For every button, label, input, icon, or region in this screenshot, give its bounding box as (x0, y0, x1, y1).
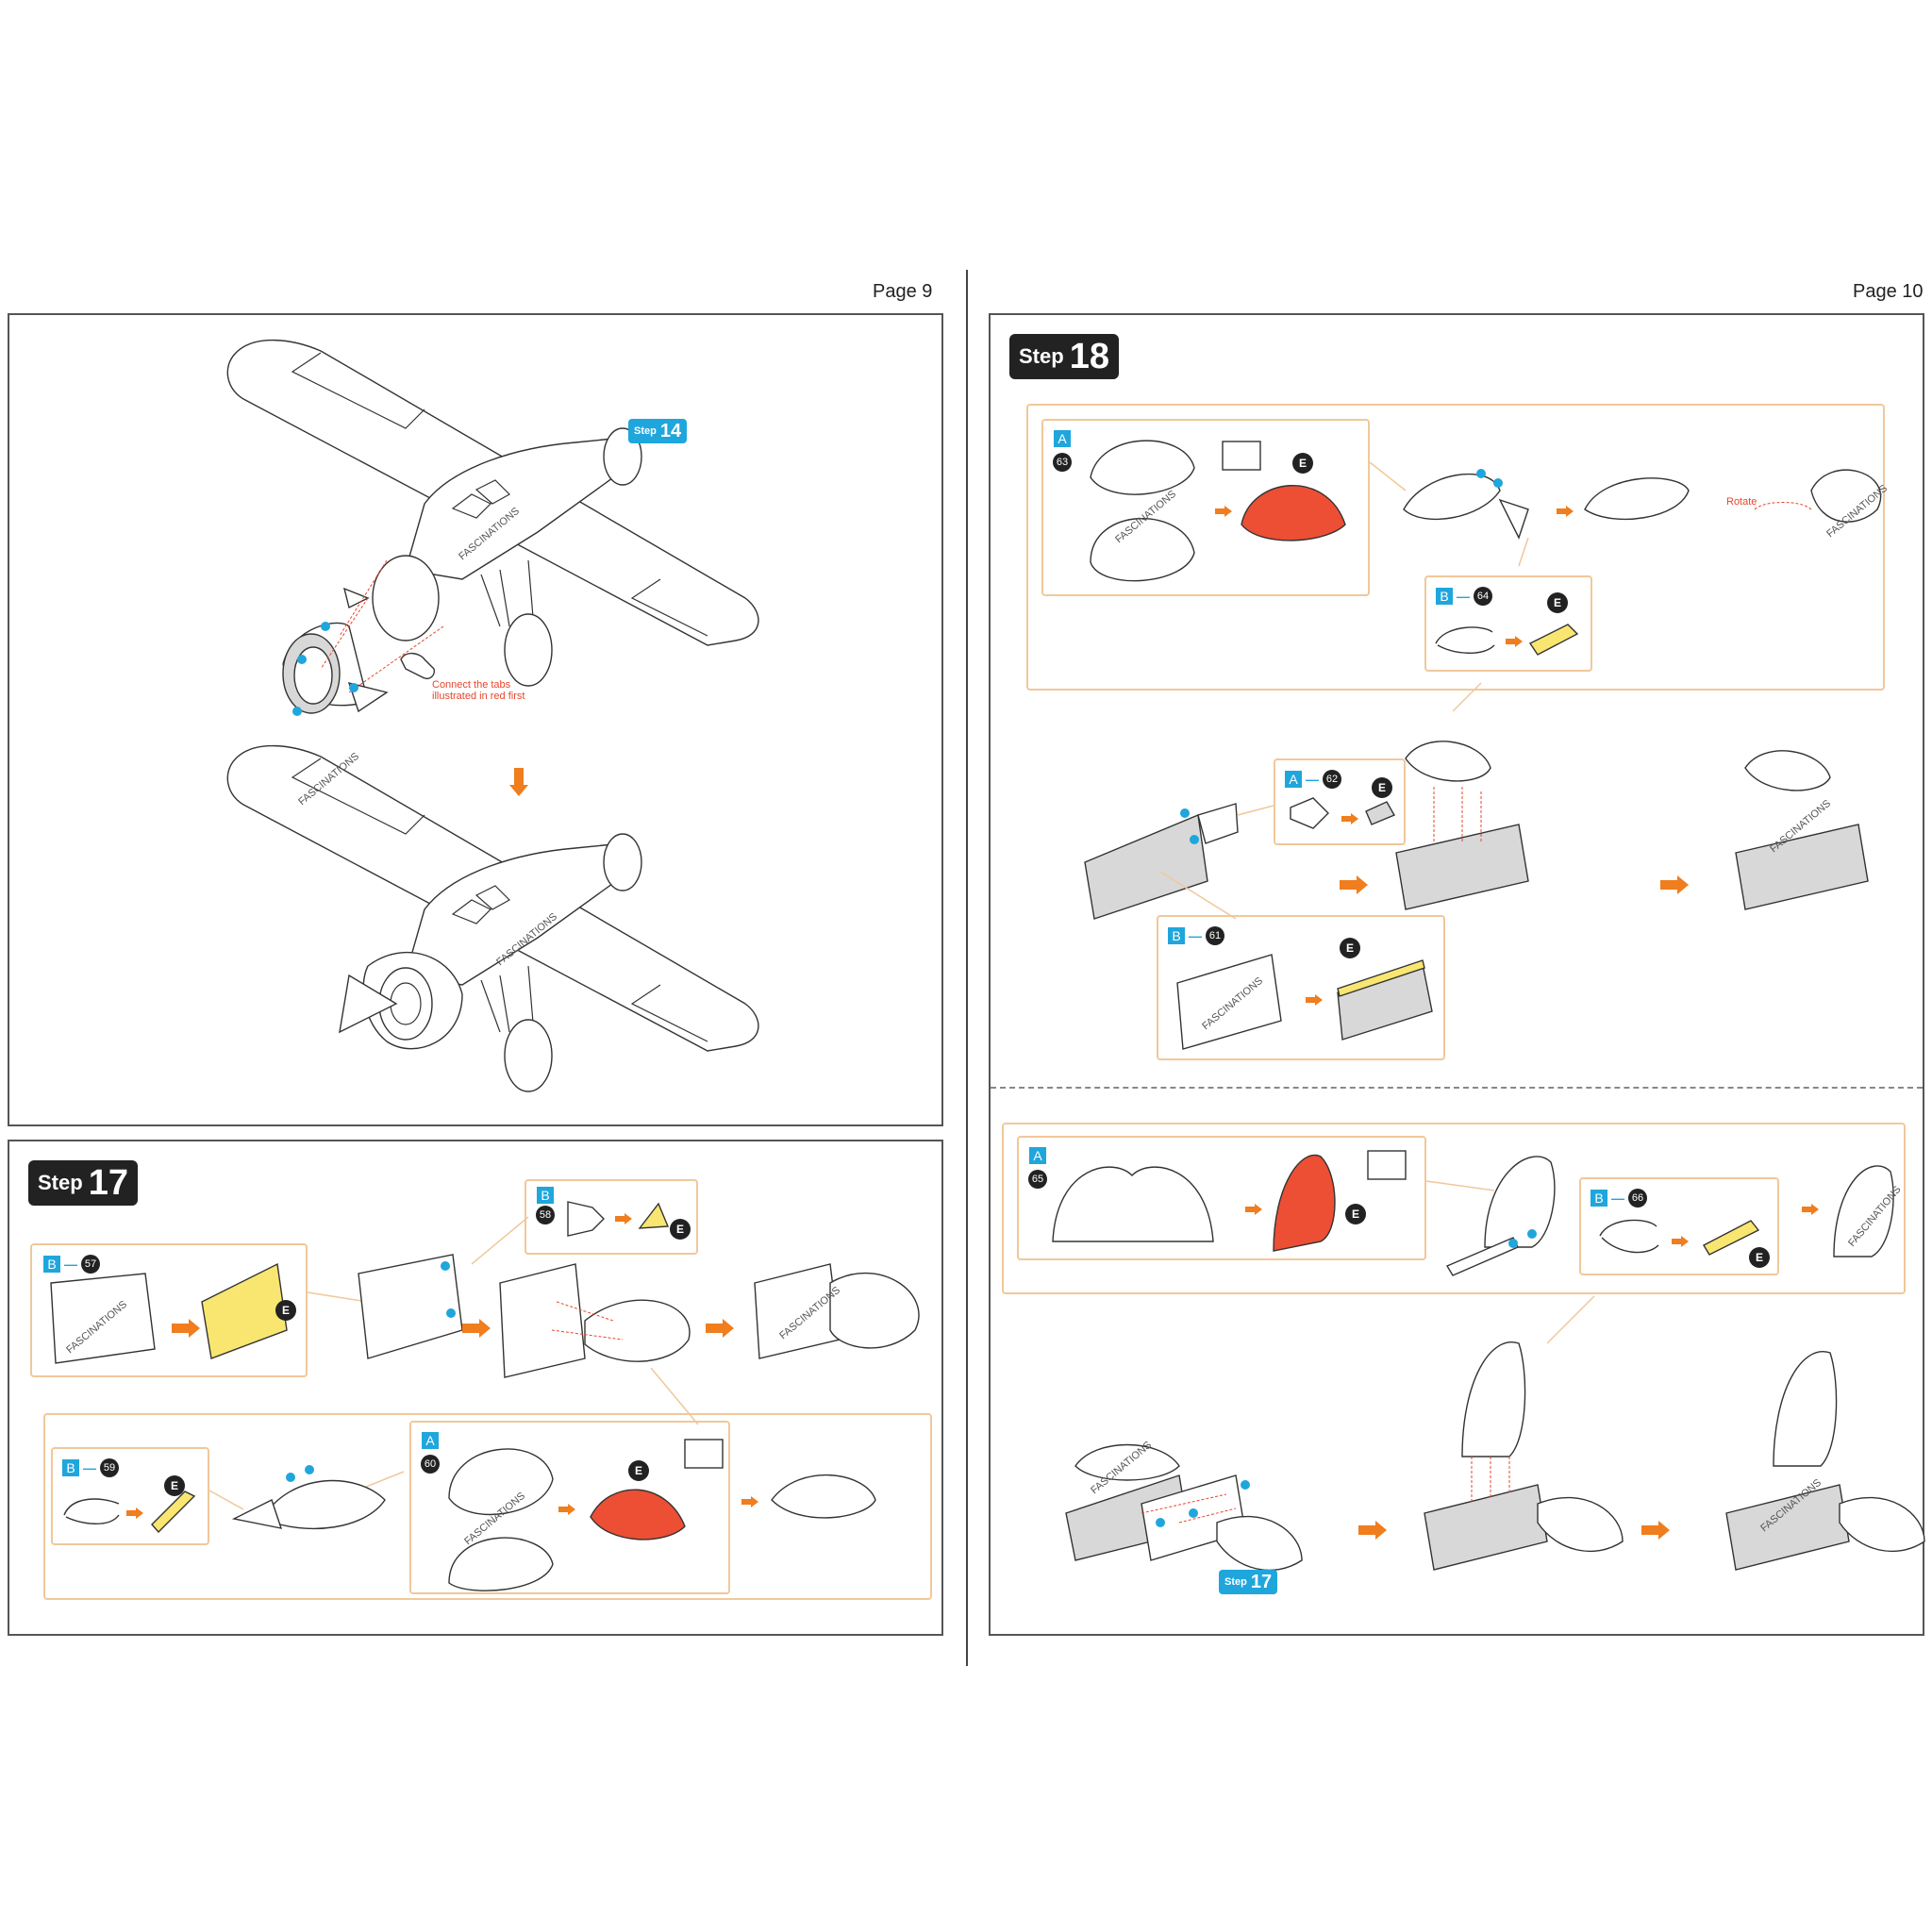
e-tag-60: E (628, 1460, 649, 1481)
e-tag-63: E (1292, 453, 1313, 474)
step-18-badge: Step 18 (1009, 334, 1119, 379)
airplane-after-drawing: FASCINATIONS FASCINATIONS (226, 744, 759, 1092)
e-tag-59: E (164, 1475, 185, 1496)
step-18-tail-top-box: A 63 FASCINATIONS E FASCINATIONS (1026, 404, 1890, 691)
airplane-before-drawing: FASCINATIONS (226, 339, 759, 716)
e-tag-62: E (1372, 777, 1392, 798)
part-64-box: B — 64 E (1424, 575, 1592, 672)
connect-tabs-note: Connect the tabs illustrated in red firs… (432, 679, 525, 702)
step-18-panel: Step 18 A 63 FASCINATIONS E (989, 313, 1925, 1636)
part-58-box: B 58 E (525, 1179, 698, 1255)
step-18-rudder-box: A 65 E FASCINATIONS B — 66 (1002, 1123, 1906, 1294)
part-57-box: B — 57 FASCINATIONS E (30, 1243, 308, 1377)
step-17-badge: Step 17 (28, 1160, 138, 1206)
rotate-label: Rotate (1726, 496, 1757, 508)
e-tag-65: E (1345, 1204, 1366, 1224)
part-59-box: B — 59 E (51, 1447, 209, 1545)
step-17-panel: Step 17 B — 57 FASCINATIONS E B 58 E (8, 1140, 943, 1636)
step-14-callout: Step 14 (628, 419, 688, 443)
part-57-drawing: FASCINATIONS (50, 1262, 288, 1364)
step-17-assembly-drawing: FASCINATIONS (307, 1216, 920, 1425)
page-divider (966, 270, 968, 1666)
part-63-box: A 63 FASCINATIONS E (1041, 419, 1370, 596)
step-17-lower-box: B — 59 E A 60 (43, 1413, 932, 1600)
e-tag-57: E (275, 1300, 296, 1321)
e-tag-66: E (1749, 1247, 1770, 1268)
airplane-assembly-panel: FASCINATIONS Step 14 Connect the tabs il… (8, 313, 943, 1126)
page-9-label: Page 9 (873, 281, 933, 302)
part-66-box: B — 66 E (1579, 1177, 1779, 1275)
step-17-reference-badge: Step 17 (1219, 1570, 1278, 1594)
part-62-box: A — 62 E (1274, 758, 1406, 845)
part-60-box: A 60 FASCINATIONS E (409, 1421, 730, 1594)
part-65-box: A 65 E (1017, 1136, 1426, 1260)
e-tag-61: E (1340, 938, 1360, 958)
e-tag-64: E (1547, 592, 1568, 613)
e-tag-58: E (670, 1219, 691, 1240)
page-10-label: Page 10 (1853, 281, 1924, 302)
down-arrow (509, 768, 528, 798)
part-61-box: B — 61 FASCINATIONS E (1157, 915, 1445, 1060)
section-separator (991, 1087, 1923, 1089)
part-58-drawing (567, 1201, 670, 1237)
